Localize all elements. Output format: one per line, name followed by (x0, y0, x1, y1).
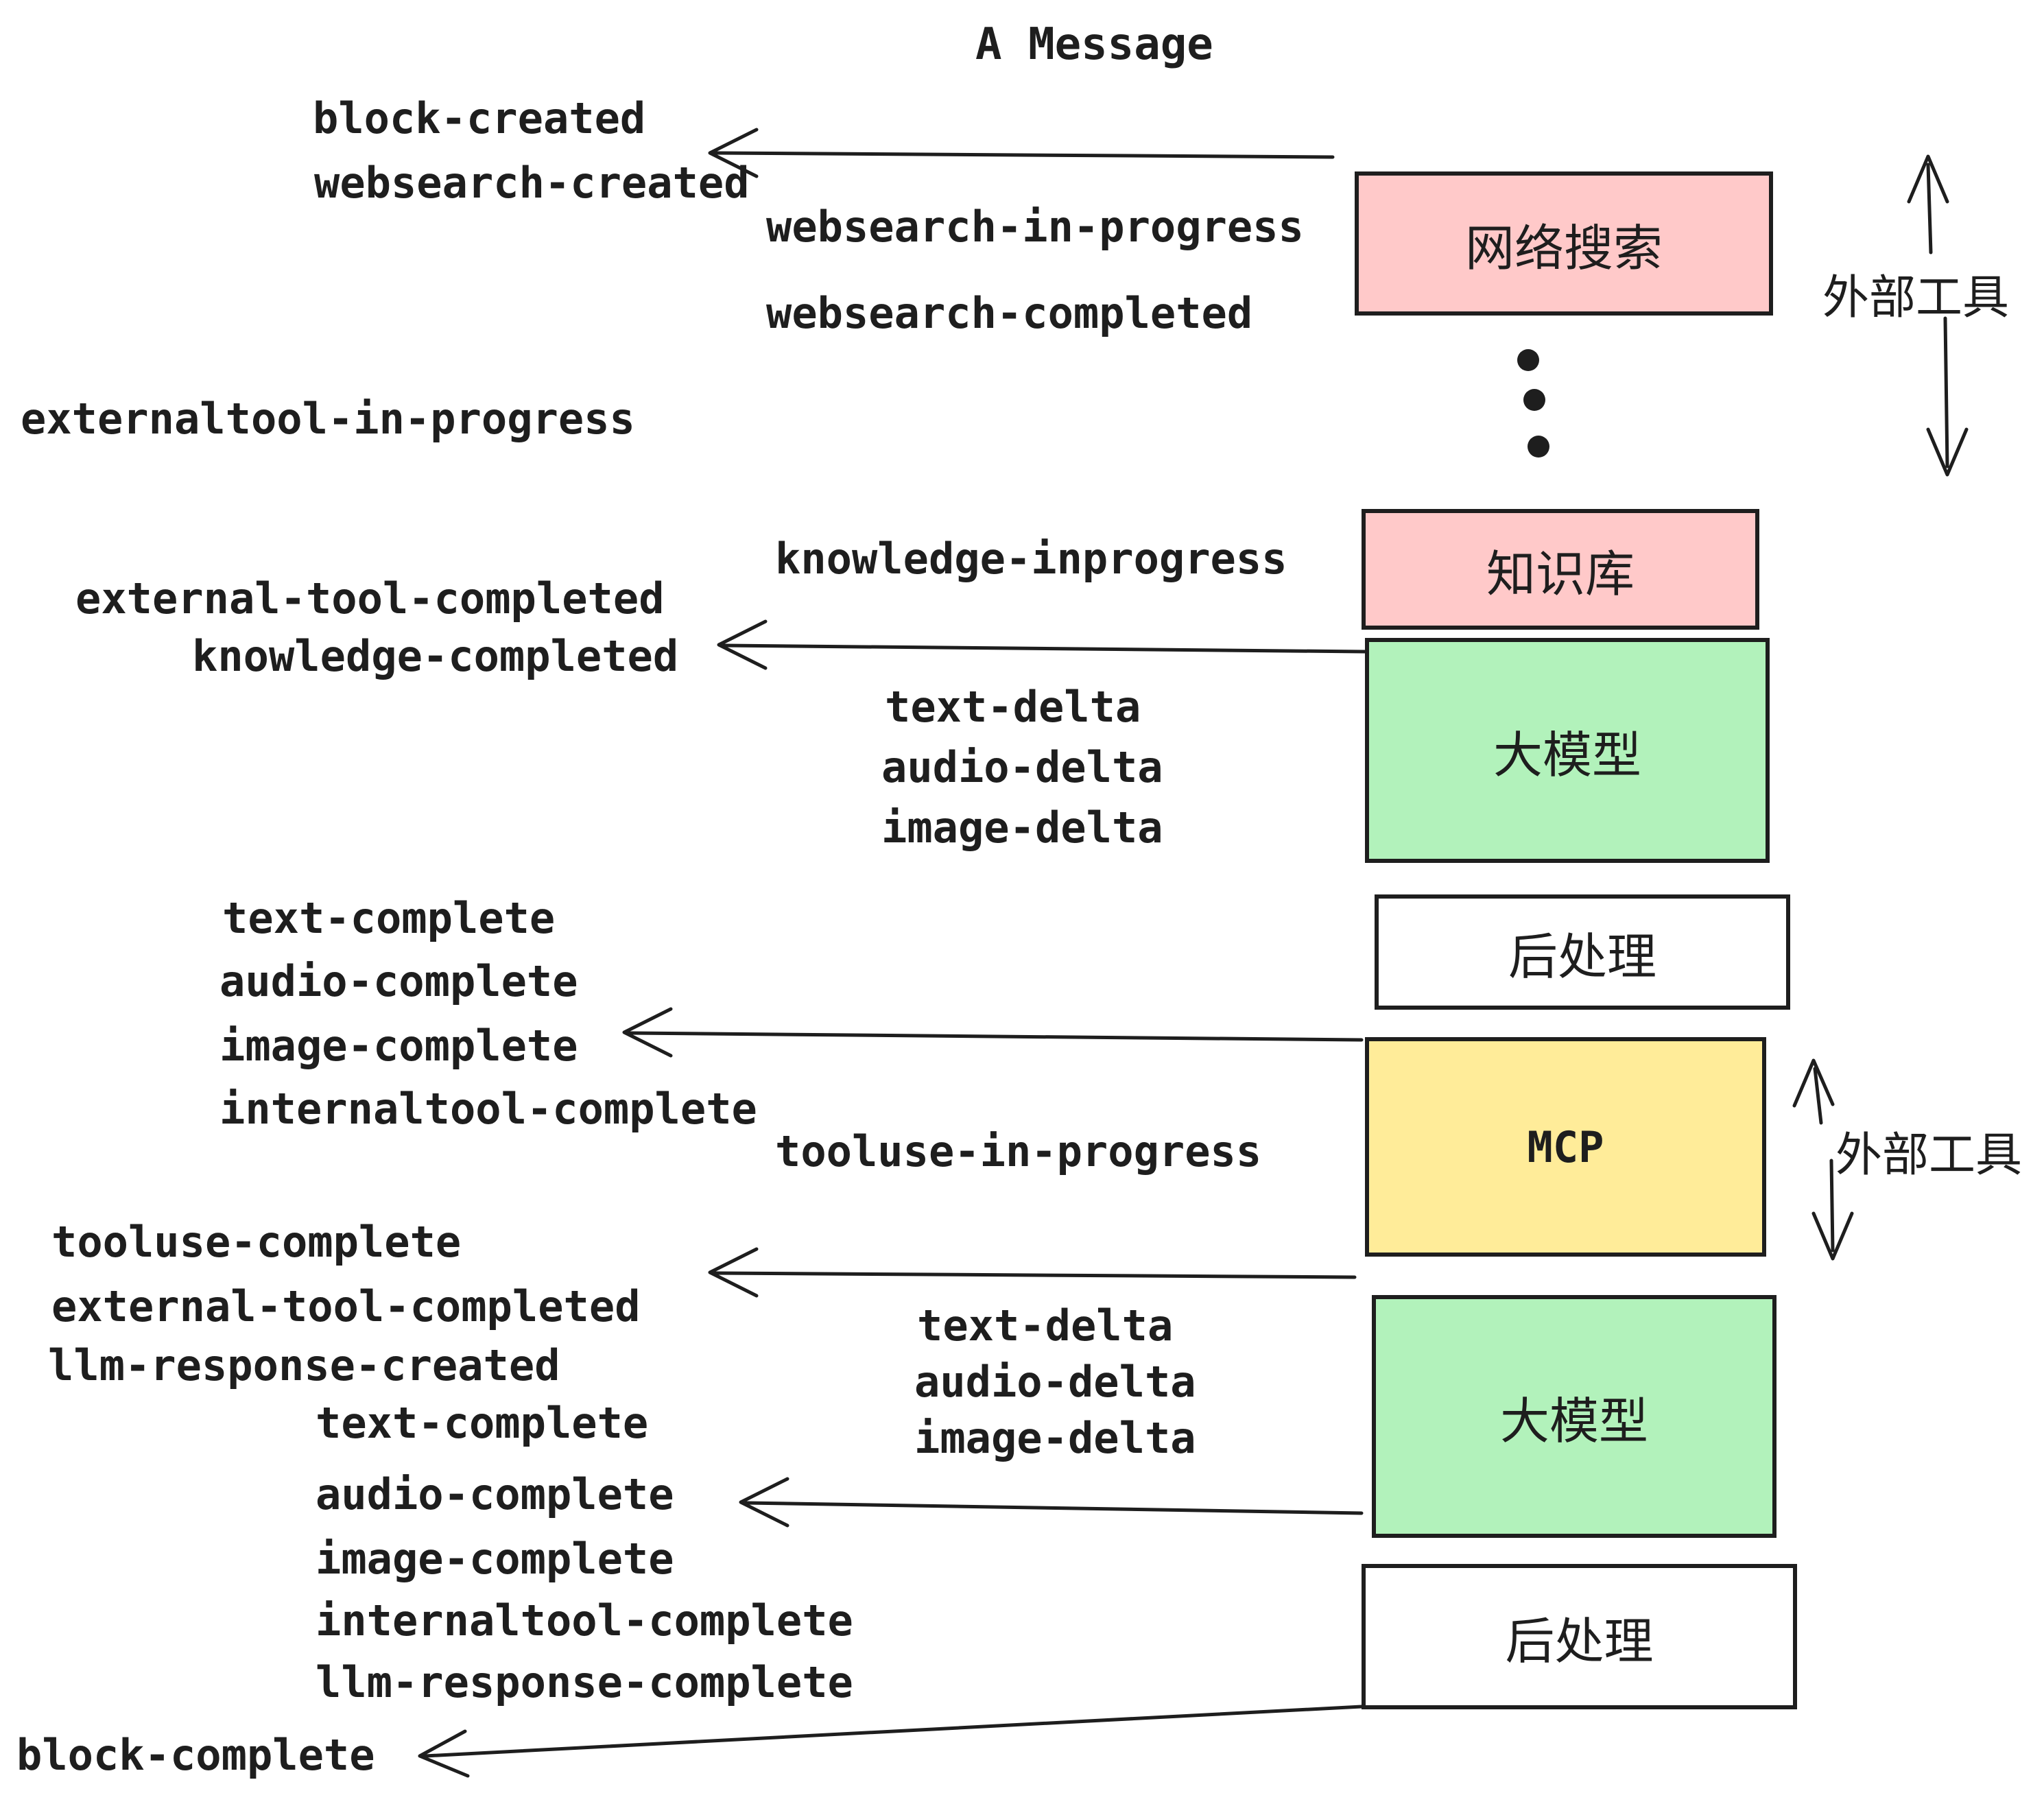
event-internaltool-complete-1: internaltool-complete (219, 1084, 757, 1134)
event-internaltool-complete-2: internaltool-complete (316, 1595, 853, 1646)
arrow-to-knowledge-completed (717, 619, 1367, 670)
event-websearch-in-progress: websearch-in-progress (766, 202, 1304, 252)
event-audio-complete-2: audio-complete (316, 1469, 674, 1519)
event-externaltool-in-progress: externaltool-in-progress (21, 394, 635, 444)
event-llm-response-created: llm-response-created (48, 1340, 560, 1390)
event-llm-response-complete: llm-response-complete (316, 1657, 853, 1707)
box-post-2: 后处理 (1362, 1564, 1797, 1709)
box-mcp: MCP (1365, 1037, 1766, 1257)
event-image-complete-1: image-complete (219, 1021, 578, 1071)
event-knowledge-completed: knowledge-completed (192, 631, 679, 681)
box-post-1: 后处理 (1375, 894, 1790, 1010)
external-tools-up-arrow-1 (1907, 154, 1949, 254)
box-llm-2: 大模型 (1372, 1295, 1776, 1538)
event-audio-delta-2: audio-delta (914, 1357, 1196, 1407)
event-text-delta-1: text-delta (885, 682, 1141, 732)
box-knowledge: 知识库 (1362, 509, 1759, 630)
external-tools-down-arrow-1 (1926, 316, 1969, 477)
arrow-to-tooluse-complete (708, 1247, 1357, 1298)
event-text-delta-2: text-delta (917, 1301, 1174, 1351)
event-tooluse-in-progress: tooluse-in-progress (775, 1126, 1262, 1176)
event-block-created: block-created (313, 93, 646, 143)
box-websearch: 网络搜索 (1355, 171, 1773, 316)
arrow-to-block-complete (418, 1705, 1364, 1778)
arrow-to-image-complete (622, 1007, 1364, 1058)
event-image-delta-1: image-delta (881, 803, 1163, 853)
arrow-to-audio-complete (739, 1477, 1364, 1528)
box-mcp-label: MCP (1527, 1121, 1604, 1172)
event-external-tool-completed-1: external-tool-completed (75, 573, 665, 624)
box-knowledge-label: 知识库 (1486, 545, 1635, 603)
event-knowledge-inprogress: knowledge-inprogress (775, 534, 1287, 584)
box-websearch-label: 网络搜索 (1464, 219, 1663, 277)
event-audio-complete-1: audio-complete (219, 956, 578, 1006)
event-block-complete: block-complete (16, 1730, 375, 1780)
box-post-1-label: 后处理 (1508, 927, 1656, 986)
box-llm-1: 大模型 (1365, 638, 1770, 863)
event-websearch-created: websearch-created (314, 158, 750, 208)
diagram-title: A Message (975, 19, 1213, 70)
event-text-complete-1: text-complete (222, 893, 556, 943)
event-image-complete-2: image-complete (316, 1534, 674, 1584)
event-tooluse-complete: tooluse-complete (51, 1217, 462, 1267)
box-post-2-label: 后处理 (1505, 1612, 1654, 1670)
event-websearch-completed: websearch-completed (766, 288, 1253, 338)
event-text-complete-2: text-complete (316, 1398, 649, 1448)
event-audio-delta-1: audio-delta (881, 742, 1163, 792)
event-external-tool-completed-2: external-tool-completed (51, 1281, 641, 1331)
arrow-to-websearch-created (708, 128, 1335, 178)
box-llm-1-label: 大模型 (1493, 726, 1641, 784)
ellipsis-dots (1517, 349, 1549, 458)
box-llm-2-label: 大模型 (1499, 1392, 1648, 1450)
event-image-delta-2: image-delta (914, 1413, 1196, 1463)
external-tools-label-2: 外部工具 (1835, 1128, 2023, 1183)
external-tools-label-1: 外部工具 (1822, 271, 2010, 325)
external-tools-up-arrow-2 (1792, 1058, 1835, 1125)
